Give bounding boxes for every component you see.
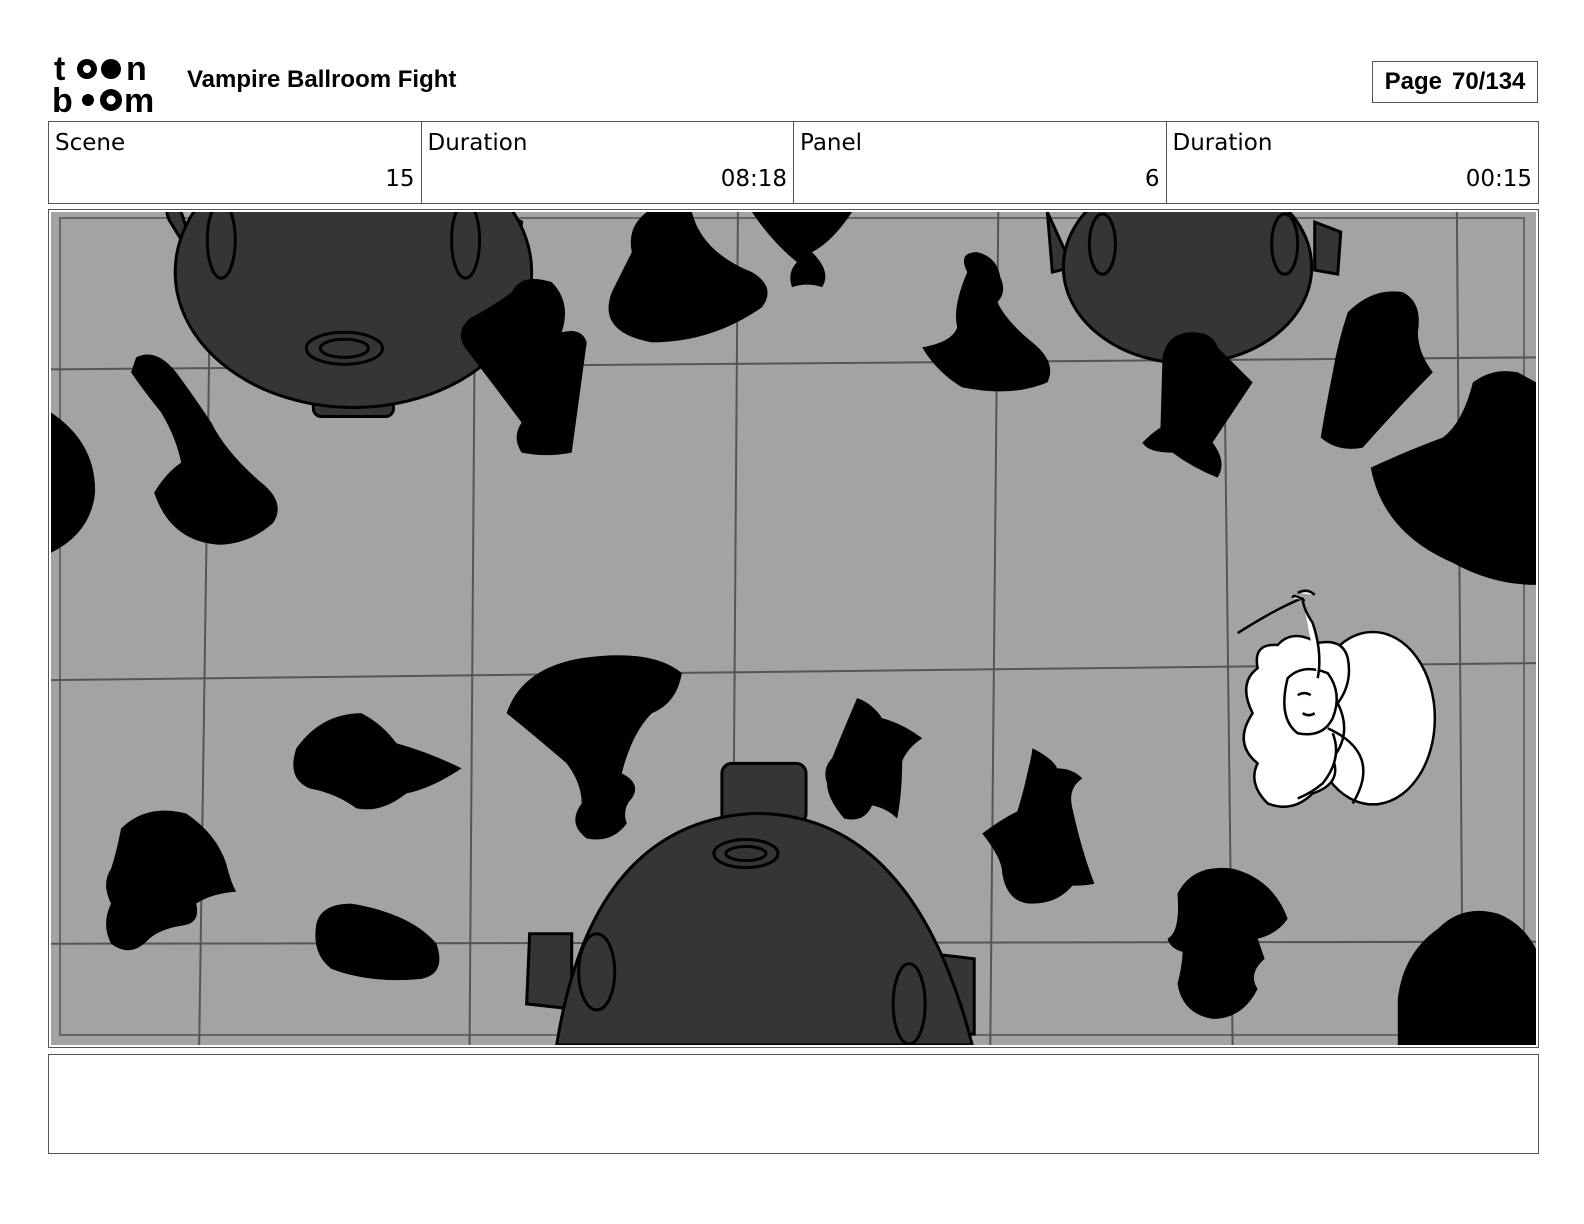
scene-cell: Scene 15	[49, 122, 422, 203]
svg-text:t: t	[54, 52, 65, 88]
toon-boom-logo: t n b m	[52, 52, 154, 114]
panel-drawing	[51, 212, 1536, 1045]
panel-cell: Panel 6	[794, 122, 1167, 203]
panel-duration-cell: Duration 00:15	[1167, 122, 1539, 203]
page-indicator: Page 70/134	[1372, 61, 1538, 103]
panel-value: 6	[1144, 166, 1160, 192]
svg-text:n: n	[126, 52, 147, 88]
project-title: Vampire Ballroom Fight	[187, 66, 457, 93]
storyboard-panel	[48, 209, 1539, 1048]
table-top-right	[1045, 212, 1343, 365]
scene-duration-label: Duration	[427, 130, 528, 156]
panel-duration-value: 00:15	[1465, 166, 1532, 192]
scene-value: 15	[385, 166, 415, 192]
panel-duration-label: Duration	[1172, 130, 1273, 156]
svg-text:b: b	[52, 82, 73, 114]
dancer-silhouettes	[51, 212, 1536, 1045]
scene-duration-value: 08:18	[720, 166, 787, 192]
scene-label: Scene	[55, 130, 126, 156]
page-label: Page	[1384, 68, 1442, 95]
table-bottom-center	[525, 761, 976, 1045]
panel-label: Panel	[800, 130, 863, 156]
scene-duration-cell: Duration 08:18	[422, 122, 794, 203]
panel-notes	[48, 1054, 1539, 1154]
vampire-character	[1236, 589, 1437, 808]
table-top-left	[165, 212, 534, 418]
panel-info-row: Scene 15 Duration 08:18 Panel 6 Duration…	[48, 121, 1539, 204]
svg-text:m: m	[124, 82, 154, 114]
page-number: 70/134	[1451, 68, 1526, 95]
